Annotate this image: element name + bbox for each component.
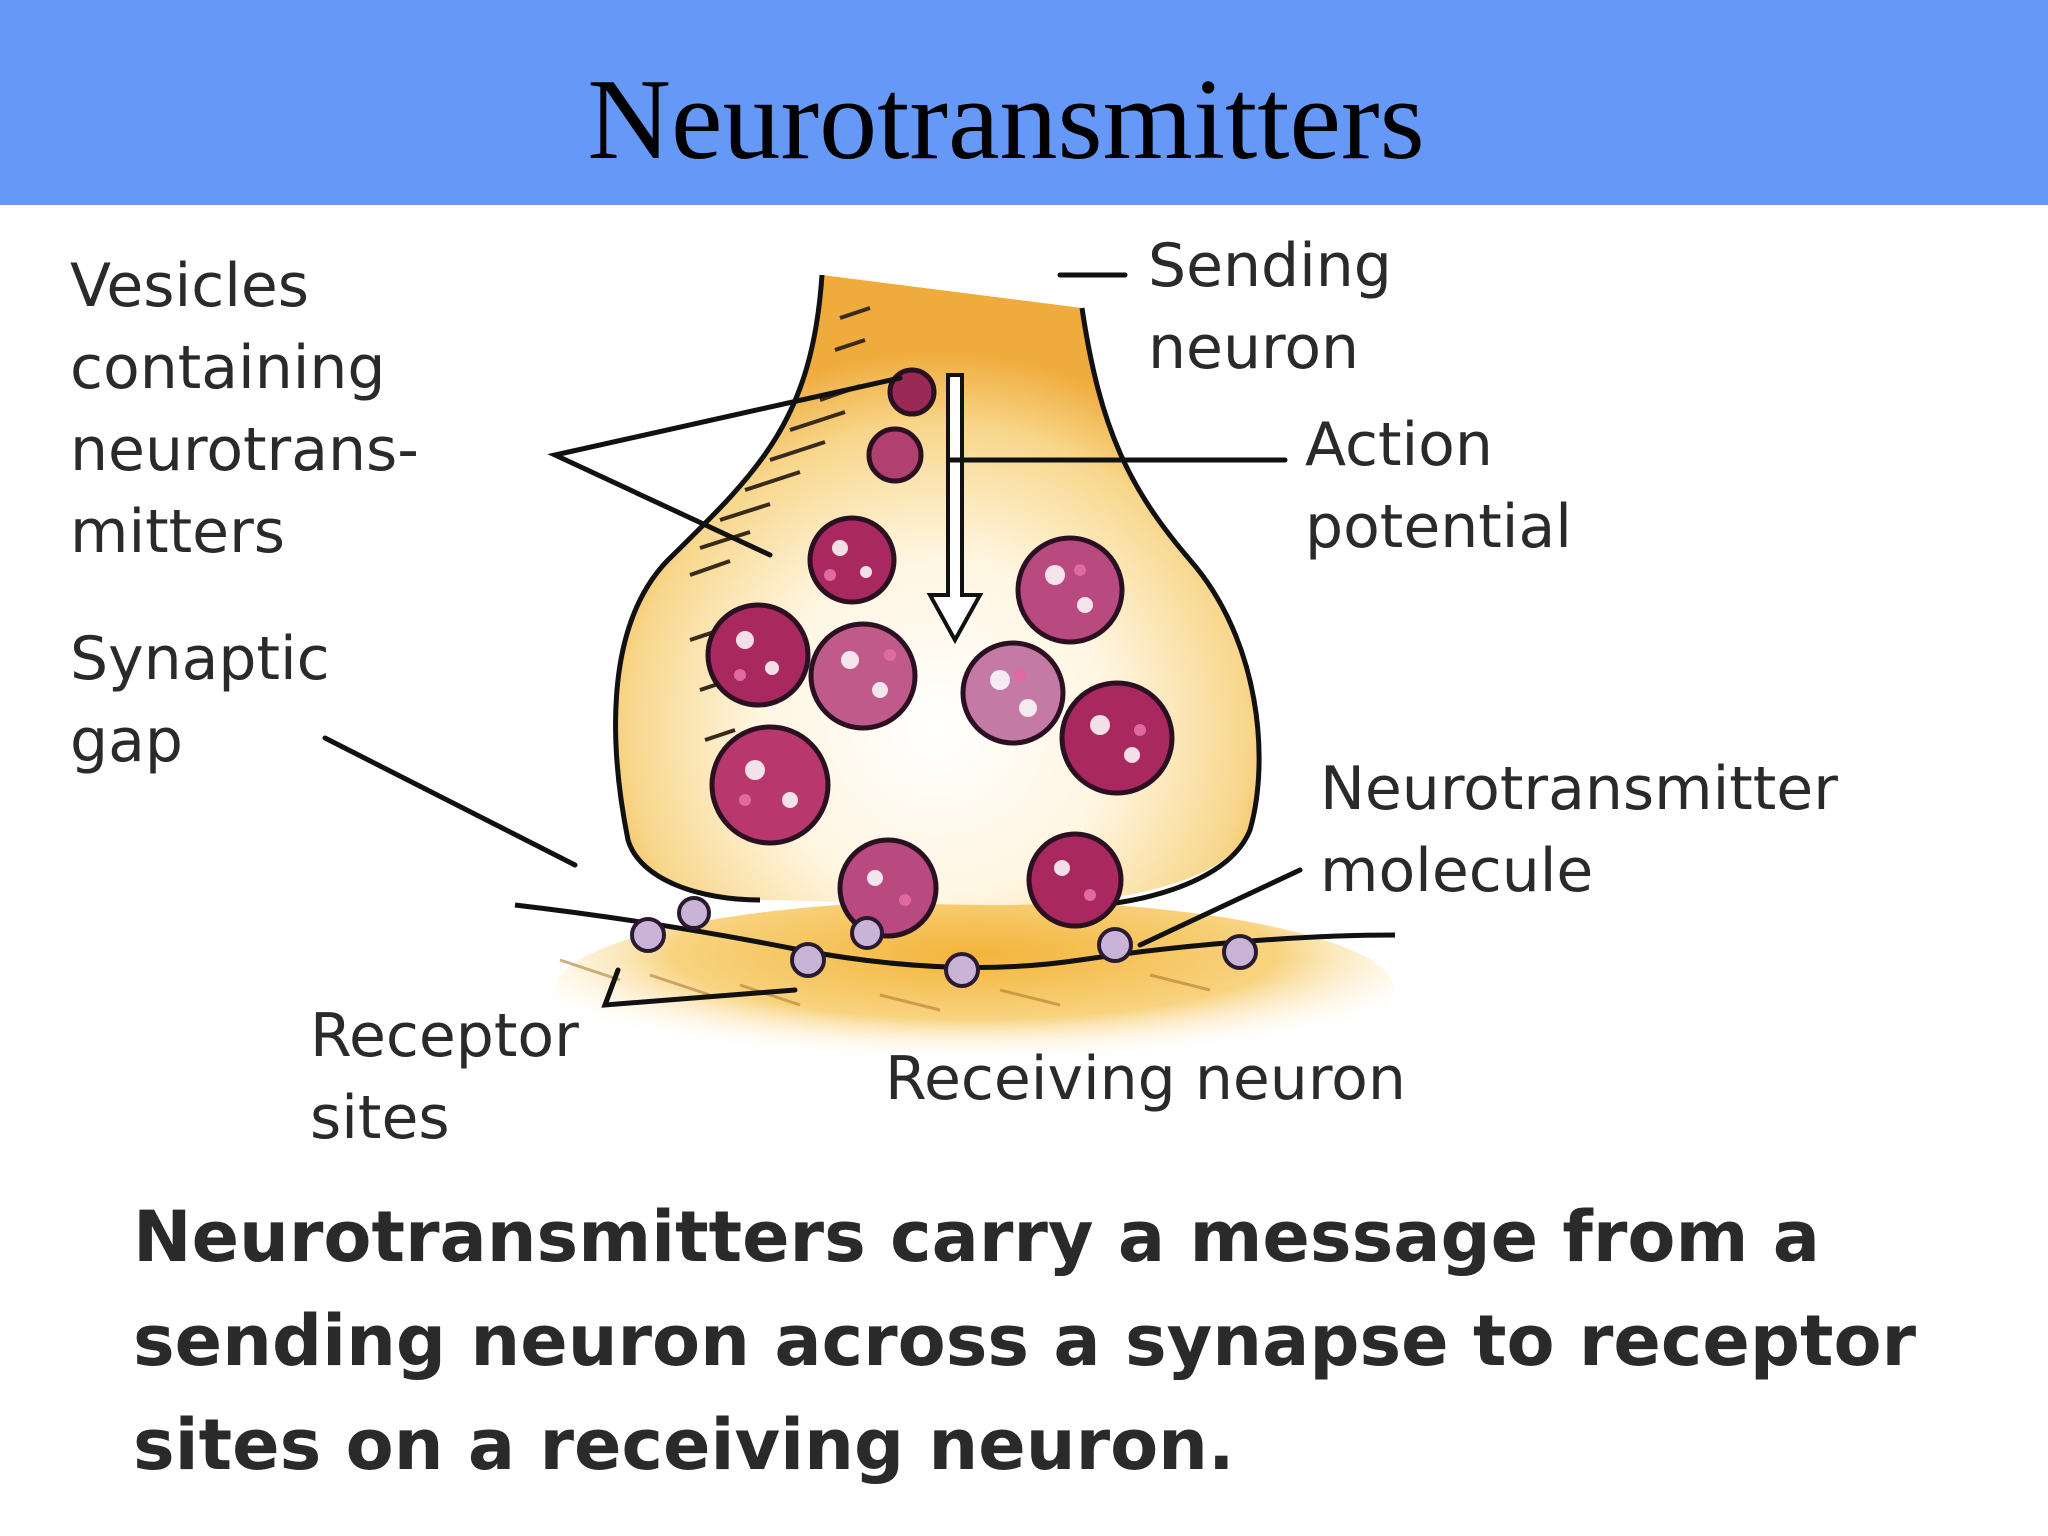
receptor-sites-leader [601,967,798,1008]
vesicle [1015,535,1125,645]
action-potential-arrow [926,373,984,645]
vesicle-dots [734,564,1146,906]
caption-line: Neurotransmitters carry a message from a [133,1196,1821,1278]
vesicles-leader [547,375,903,558]
label-neurotransmitter-molecule: Neurotransmitter molecule [1320,754,1838,906]
vesicle [866,426,924,484]
leader-lines [322,272,1303,1008]
label-action-potential: Action potential [1305,410,1572,562]
vesicle [1059,680,1175,796]
label-sending-neuron: Sending neuron [1148,231,1392,383]
vesicle [887,367,937,417]
vesicle [705,602,811,708]
vesicles [705,367,1175,939]
label-receiving-neuron: Receiving neuron [885,1044,1406,1114]
molecule-leader [1137,867,1303,948]
vesicle [1026,831,1124,929]
label-receptor-sites: Receptor sites [310,1001,579,1153]
vesicle [709,724,831,846]
neurotransmitter-molecule [850,916,884,950]
caption-line: sending neuron across a synapse to recep… [133,1300,1917,1382]
terminal-right-outline [1079,307,1262,908]
label-vesicles: Vesicles containing neurotrans- mitters [70,251,419,567]
receptor-site [790,942,826,978]
receptor-site [1097,927,1133,963]
caption: Neurotransmitters carry a message from a… [133,1185,1993,1497]
vesicle-speckles [736,540,1140,886]
synaptic-gap-leader [322,735,578,868]
vesicle [808,621,918,731]
receiving-hatch [559,958,1211,1012]
caption-line: sites on a receiving neuron. [133,1404,1235,1486]
label-synaptic-gap: Synaptic gap [70,624,330,776]
receptor-site [1222,934,1258,970]
receptor-sites [630,896,1258,988]
receptor-site [630,917,666,953]
vesicle [807,515,897,605]
terminal-left-outline [613,274,825,903]
neurotransmitter-molecule [677,896,711,930]
vesicle [960,640,1066,746]
vesicle [837,837,939,939]
slide-title: Neurotransmitters [587,56,1425,184]
receptor-site [944,952,980,988]
title-bar [0,0,2048,205]
